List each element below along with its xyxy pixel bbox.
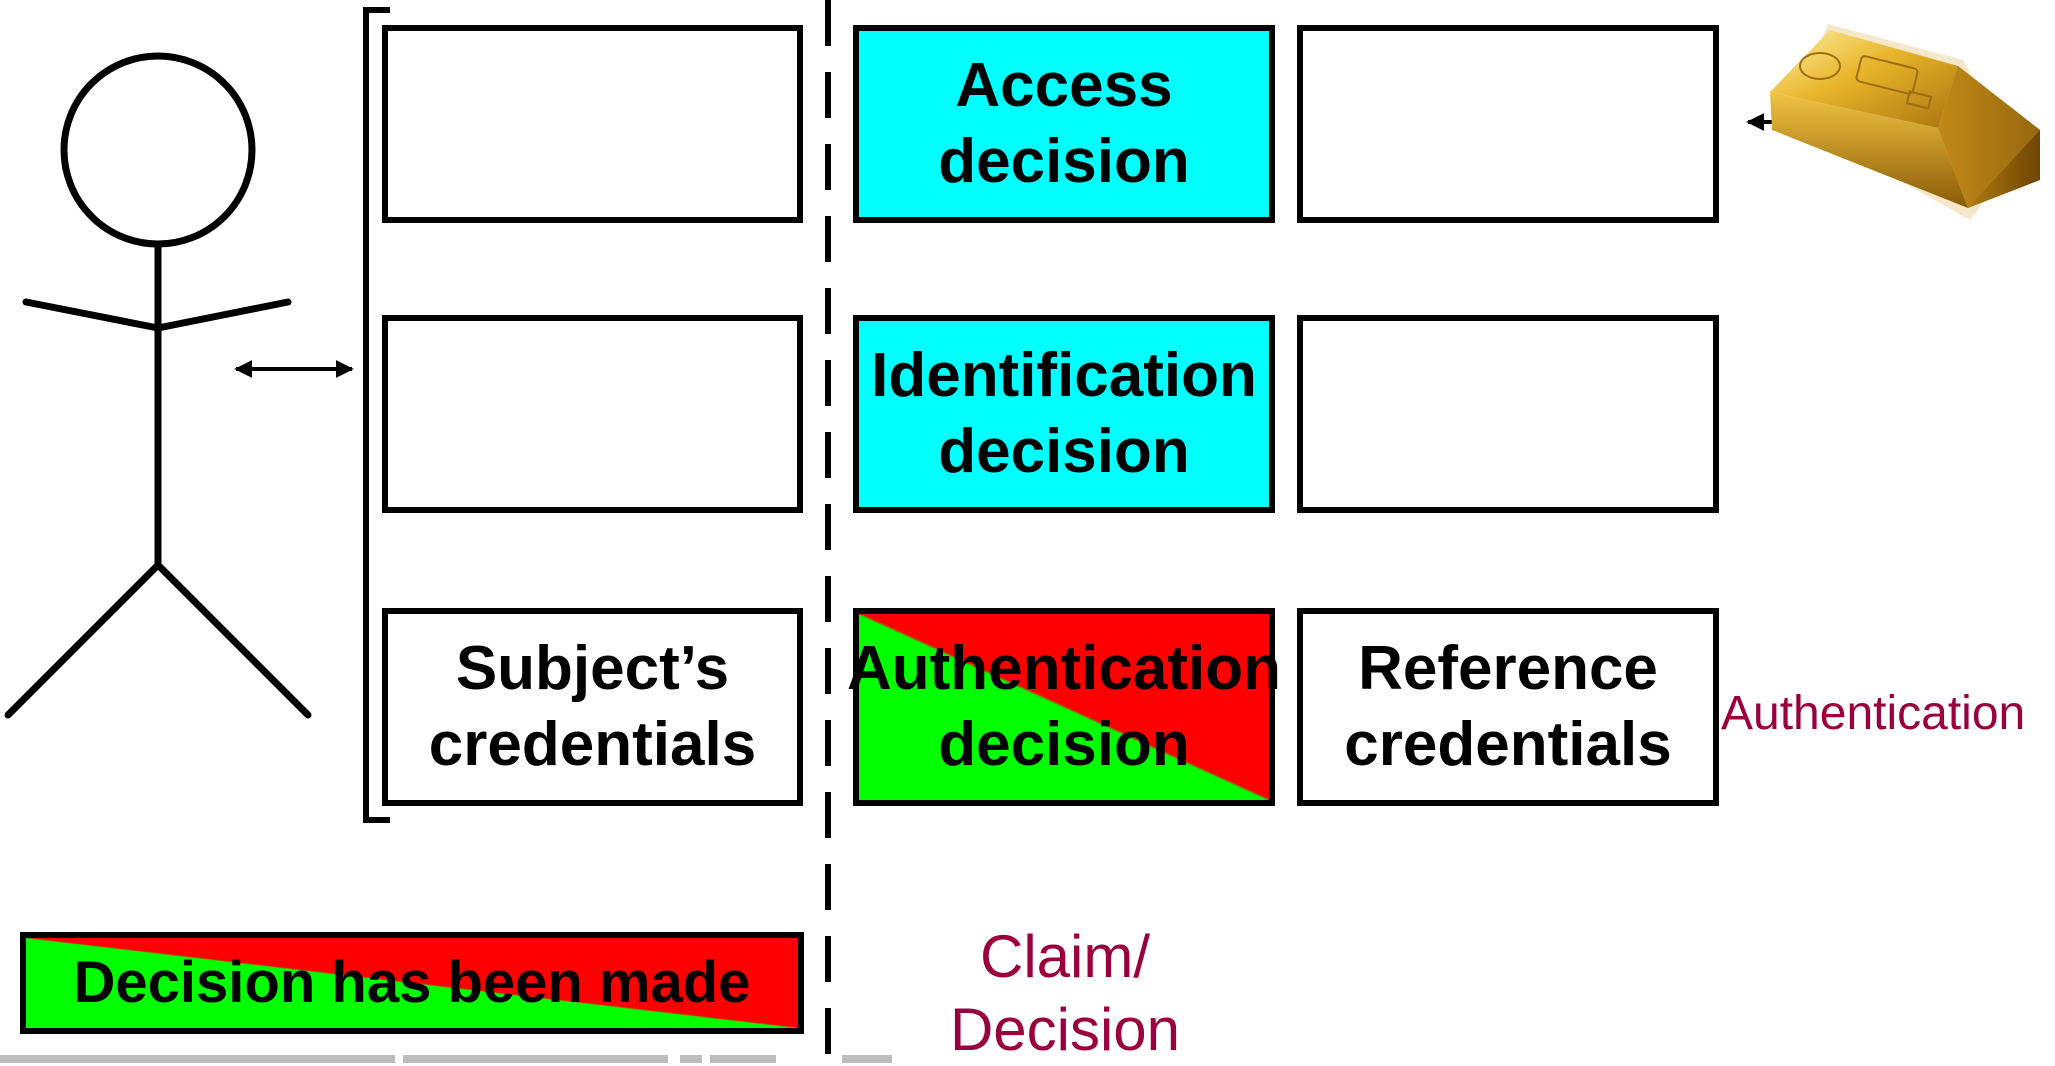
identification-decision-label: Identification decision: [871, 340, 1257, 486]
decision-made-label: Decision has been made: [73, 950, 751, 1015]
decision-made-legend: Decision has been made: [20, 932, 804, 1034]
subject-box-top: [382, 25, 803, 223]
claim-decision-label: Claim/ Decision: [949, 923, 1181, 1063]
authentication-decision-label: Authentication decision: [847, 633, 1281, 779]
reference-credentials-box: Reference credentials: [1297, 608, 1719, 806]
footer-strip: [403, 1055, 668, 1063]
footer-strip: [842, 1055, 892, 1063]
authentication-label: Authentication: [1721, 687, 2026, 740]
subject-credentials-box: Subject’s credentials: [382, 608, 803, 806]
access-decision-label: Access decision: [938, 50, 1190, 196]
stick-figure-icon: [4, 52, 312, 719]
footer-strip: [680, 1055, 702, 1063]
reference-credentials-label: Reference credentials: [1344, 633, 1672, 779]
gold-bar-icon: [1770, 24, 2040, 220]
reference-box-middle: [1297, 315, 1719, 513]
footer-strip: [710, 1055, 776, 1063]
reference-box-top: [1297, 25, 1719, 223]
subject-credentials-label: Subject’s credentials: [428, 633, 757, 779]
access-decision-box: Access decision: [853, 25, 1275, 223]
credentials-bracket: [363, 7, 390, 823]
authentication-decision-box: Authentication decision: [847, 608, 1281, 806]
identification-decision-box: Identification decision: [853, 315, 1275, 513]
subject-box-middle: [382, 315, 803, 513]
footer-strip: [0, 1055, 395, 1063]
